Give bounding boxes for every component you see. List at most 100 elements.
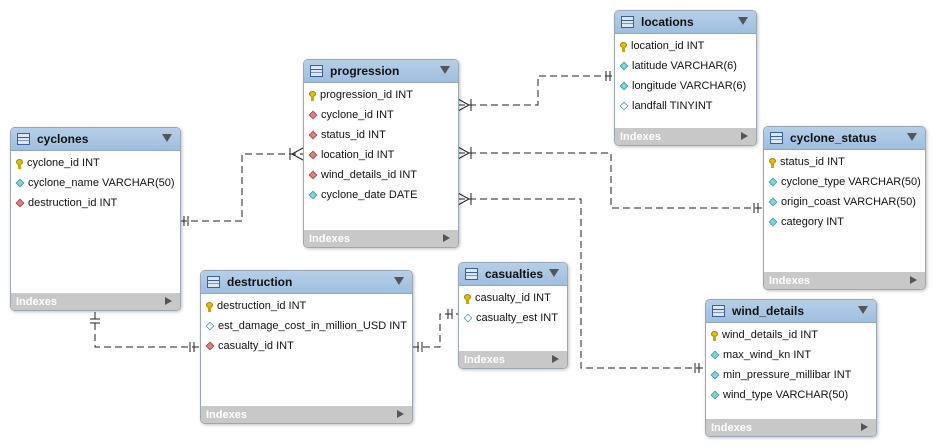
expand-arrow-icon[interactable] <box>552 355 559 363</box>
table-locations[interactable]: locations location_id INT latitude VARCH… <box>614 10 757 146</box>
table-header[interactable]: wind_details <box>706 300 876 323</box>
collapse-arrow-icon[interactable] <box>858 306 868 314</box>
column-row[interactable]: destruction_id INT <box>201 296 412 316</box>
column-row[interactable]: cyclone_date DATE <box>304 185 458 205</box>
column-row[interactable]: latitude VARCHAR(6) <box>615 56 756 76</box>
table-header[interactable]: progression <box>304 60 458 83</box>
not-null-column-icon <box>619 61 629 71</box>
indexes-label: Indexes <box>711 421 752 434</box>
expand-arrow-icon[interactable] <box>397 410 404 418</box>
column-row[interactable]: status_id INT <box>764 152 925 172</box>
column-label: longitude VARCHAR(6) <box>632 80 747 92</box>
column-row[interactable]: longitude VARCHAR(6) <box>615 76 756 96</box>
column-row[interactable]: est_damage_cost_in_million_USD INT <box>201 316 412 336</box>
foreign-key-icon <box>308 170 318 180</box>
column-label: casualty_est INT <box>476 312 558 324</box>
relationship-progression-locations <box>458 75 614 106</box>
table-cyclones[interactable]: cyclones cyclone_id INT cyclone_name VAR… <box>10 127 181 311</box>
column-label: status_id INT <box>780 156 845 168</box>
indexes-section[interactable]: Indexes <box>706 419 876 436</box>
expand-arrow-icon[interactable] <box>443 234 450 242</box>
column-row[interactable]: wind_type VARCHAR(50) <box>706 385 876 405</box>
column-row[interactable]: min_pressure_millibar INT <box>706 365 876 385</box>
table-header[interactable]: casualties <box>459 263 567 286</box>
table-name: locations <box>641 15 694 29</box>
collapse-arrow-icon[interactable] <box>549 269 559 277</box>
cardinality-many-mark <box>457 146 472 160</box>
collapse-arrow-icon[interactable] <box>440 66 450 74</box>
column-row[interactable]: status_id INT <box>304 125 458 145</box>
indexes-label: Indexes <box>206 408 247 421</box>
primary-key-icon <box>16 159 23 169</box>
column-label: cyclone_id INT <box>27 157 100 169</box>
table-header[interactable]: cyclone_status <box>764 127 925 150</box>
column-row[interactable]: wind_details_id INT <box>706 325 876 345</box>
collapse-arrow-icon[interactable] <box>907 133 917 141</box>
column-row[interactable]: casualty_est INT <box>459 308 567 328</box>
table-icon <box>770 132 783 144</box>
column-row[interactable]: category INT <box>764 212 925 232</box>
column-label: wind_type VARCHAR(50) <box>723 389 849 401</box>
indexes-label: Indexes <box>16 295 57 308</box>
table-header[interactable]: cyclones <box>11 128 180 151</box>
table-wind-details[interactable]: wind_details wind_details_id INT max_win… <box>705 299 877 437</box>
table-casualties[interactable]: casualties casualty_id INT casualty_est … <box>458 262 568 369</box>
column-label: location_id INT <box>631 40 705 52</box>
column-row[interactable]: wind_details_id INT <box>304 165 458 185</box>
table-cyclone-status[interactable]: cyclone_status status_id INT cyclone_typ… <box>763 126 926 290</box>
column-row[interactable]: landfall TINYINT <box>615 96 756 116</box>
primary-key-icon <box>309 91 316 101</box>
table-header[interactable]: destruction <box>201 271 412 294</box>
collapse-arrow-icon[interactable] <box>738 17 748 25</box>
cardinality-many-mark <box>289 147 304 161</box>
indexes-section[interactable]: Indexes <box>615 128 756 145</box>
column-row[interactable]: cyclone_id INT <box>11 153 180 173</box>
column-row[interactable]: cyclone_id INT <box>304 105 458 125</box>
indexes-section[interactable]: Indexes <box>201 406 412 423</box>
column-row[interactable]: origin_coast VARCHAR(50) <box>764 192 925 212</box>
column-row[interactable]: location_id INT <box>304 145 458 165</box>
relationship-cyclones-destruction <box>94 290 200 348</box>
primary-key-icon <box>711 331 718 341</box>
collapse-arrow-icon[interactable] <box>394 277 404 285</box>
column-row[interactable]: location_id INT <box>615 36 756 56</box>
expand-arrow-icon[interactable] <box>910 276 917 284</box>
table-icon <box>712 305 725 317</box>
relationship-destruction-casualties <box>412 313 458 348</box>
table-name: destruction <box>227 275 293 289</box>
collapse-arrow-icon[interactable] <box>162 134 172 142</box>
expand-arrow-icon[interactable] <box>741 132 748 140</box>
foreign-key-icon <box>15 198 25 208</box>
indexes-section[interactable]: Indexes <box>764 272 925 289</box>
column-label: casualty_id INT <box>475 292 551 304</box>
cardinality-one-mark <box>189 342 195 352</box>
indexes-label: Indexes <box>464 353 505 366</box>
cardinality-many-mark <box>457 98 472 112</box>
column-row[interactable]: destruction_id INT <box>11 193 180 213</box>
table-progression[interactable]: progression progression_id INT cyclone_i… <box>303 59 459 248</box>
column-label: latitude VARCHAR(6) <box>632 60 737 72</box>
column-row[interactable]: casualty_id INT <box>201 336 412 356</box>
expand-arrow-icon[interactable] <box>165 297 172 305</box>
column-row[interactable]: progression_id INT <box>304 85 458 105</box>
column-row[interactable]: cyclone_name VARCHAR(50) <box>11 173 180 193</box>
table-name: progression <box>330 64 400 78</box>
primary-key-icon <box>206 302 213 312</box>
primary-key-icon <box>769 158 776 168</box>
cardinality-one-mark <box>90 318 100 324</box>
indexes-section[interactable]: Indexes <box>304 230 458 247</box>
table-icon <box>310 65 323 77</box>
expand-arrow-icon[interactable] <box>861 423 868 431</box>
indexes-section[interactable]: Indexes <box>11 293 180 310</box>
table-header[interactable]: locations <box>615 11 756 34</box>
column-label: status_id INT <box>321 129 386 141</box>
cardinality-one-mark <box>417 342 423 352</box>
cardinality-one-mark <box>753 203 759 213</box>
column-row[interactable]: max_wind_kn INT <box>706 345 876 365</box>
table-destruction[interactable]: destruction destruction_id INT est_damag… <box>200 270 413 424</box>
not-null-column-icon <box>710 390 720 400</box>
column-row[interactable]: cyclone_type VARCHAR(50) <box>764 172 925 192</box>
column-row[interactable]: casualty_id INT <box>459 288 567 308</box>
indexes-section[interactable]: Indexes <box>459 351 567 368</box>
